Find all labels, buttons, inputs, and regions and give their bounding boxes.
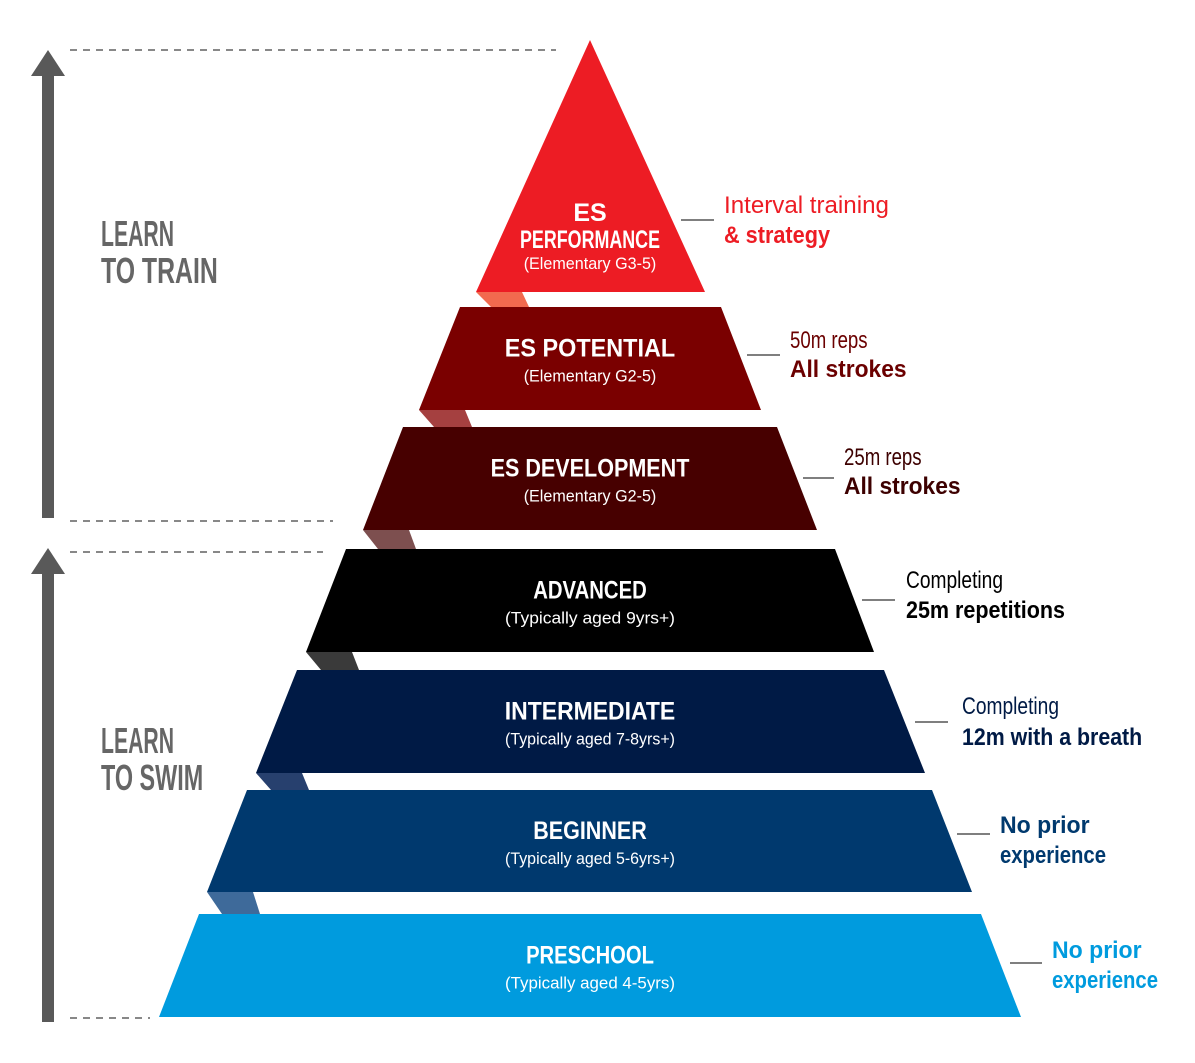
es-performance-fold xyxy=(476,292,529,307)
preschool-subtitle: (Typically aged 4-5yrs) xyxy=(505,974,675,993)
es-development-note-line-2: All strokes xyxy=(844,473,961,500)
intermediate-tier xyxy=(256,670,925,773)
preschool-title: PRESCHOOL xyxy=(526,942,654,970)
advanced-note-line-1: Completing xyxy=(906,567,1003,594)
es-potential-subtitle: (Elementary G2-5) xyxy=(524,367,657,386)
advanced-tier xyxy=(306,549,874,652)
pyramid-tiers xyxy=(159,40,1021,1017)
beginner-note-line-1: No prior xyxy=(1000,812,1090,839)
beginner-fold xyxy=(207,892,260,914)
es-potential-tier xyxy=(419,307,761,410)
guides xyxy=(31,49,556,1022)
es-potential-note-line-1: 50m reps xyxy=(790,327,868,354)
es-development-tier xyxy=(363,427,817,530)
advanced-title: ADVANCED xyxy=(533,577,647,605)
learn-to-train-label-line-2: TO TRAIN xyxy=(101,250,218,291)
intermediate-note-line-1: Completing xyxy=(962,693,1059,720)
intermediate-fold xyxy=(256,773,309,790)
learn-to-swim-label-line-2: TO SWIM xyxy=(101,757,203,798)
intermediate-subtitle: (Typically aged 7-8yrs+) xyxy=(505,730,675,749)
es-potential-note-line-2: All strokes xyxy=(790,356,907,383)
advanced-subtitle: (Typically aged 9yrs+) xyxy=(505,609,675,628)
upward-arrow-shaft xyxy=(42,572,54,1022)
advanced-note-line-2: 25m repetitions xyxy=(906,597,1065,624)
es-performance-note-line-2: & strategy xyxy=(724,222,831,249)
learn-to-train-label-line-1: LEARN xyxy=(101,213,174,254)
intermediate-note-line-2: 12m with a breath xyxy=(962,724,1142,751)
beginner-note-line-2: experience xyxy=(1000,842,1106,869)
preschool-note-line-1: No prior xyxy=(1052,937,1142,964)
beginner-title: BEGINNER xyxy=(533,817,647,845)
preschool-tier xyxy=(159,914,1021,1017)
es-potential-title: ES POTENTIAL xyxy=(505,335,675,363)
learn-to-swim-label-line-1: LEARN xyxy=(101,720,174,761)
es-development-note-line-1: 25m reps xyxy=(844,444,922,471)
arrow-up-icon xyxy=(31,50,65,76)
es-performance-note-line-1: Interval training xyxy=(724,192,889,219)
es-development-subtitle: (Elementary G2-5) xyxy=(524,487,657,506)
es-performance-subtitle: (Elementary G3-5) xyxy=(524,254,657,273)
es-potential-fold xyxy=(419,410,472,427)
arrow-up-icon xyxy=(31,548,65,574)
beginner-subtitle: (Typically aged 5-6yrs+) xyxy=(505,849,675,868)
beginner-tier xyxy=(207,790,972,892)
upward-arrow-shaft xyxy=(42,74,54,518)
intermediate-title: INTERMEDIATE xyxy=(505,698,675,726)
es-performance-title: PERFORMANCE xyxy=(520,226,660,254)
preschool-note-line-2: experience xyxy=(1052,967,1158,994)
advanced-fold xyxy=(306,652,359,670)
es-performance-title: ES xyxy=(573,199,606,227)
es-development-fold xyxy=(363,530,416,549)
pyramid-folds xyxy=(207,292,529,914)
es-performance-tier xyxy=(476,40,705,292)
es-development-title: ES DEVELOPMENT xyxy=(491,455,690,483)
